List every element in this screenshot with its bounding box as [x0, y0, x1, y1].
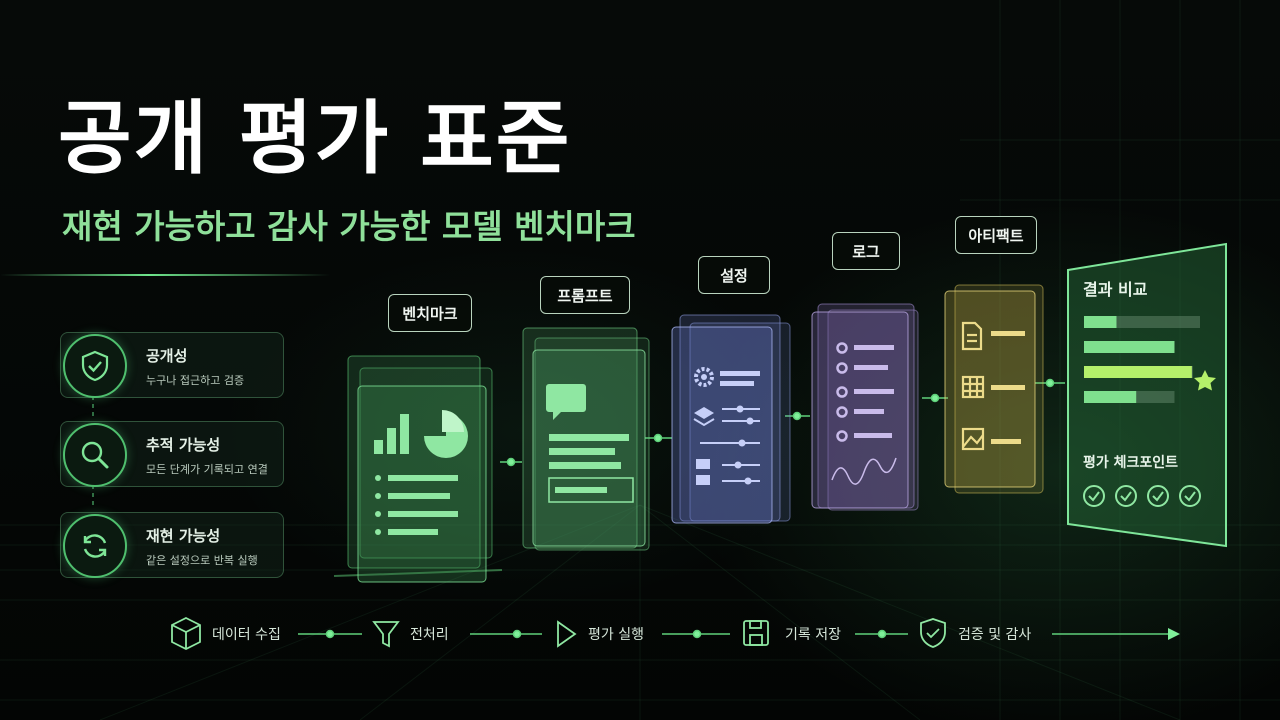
stage-label: 아티팩트	[955, 216, 1037, 254]
results-title: 결과 비교	[1083, 280, 1148, 299]
settings-panel	[671, 314, 791, 524]
checkmark-icon	[1088, 491, 1100, 502]
stage-label: 로그	[832, 232, 900, 270]
check-circle-icon	[1179, 485, 1201, 507]
benchmark-panel	[333, 355, 503, 583]
stage-label: 설정	[698, 256, 770, 294]
title-underline	[0, 274, 330, 276]
checkmark-icon	[1184, 491, 1196, 502]
check-circle-icon	[1083, 485, 1105, 507]
flow-step-label: 검증 및 감사	[958, 627, 1032, 643]
play-icon	[557, 620, 577, 648]
principle-description: 누구나 접근하고 검증	[146, 374, 245, 387]
flow-step-label: 데이터 수집	[212, 627, 281, 643]
checkmark-icon	[1152, 491, 1164, 502]
save-icon	[743, 620, 769, 646]
magnifier-icon	[63, 423, 127, 487]
principle-description: 모든 단계가 기록되고 연결	[146, 463, 268, 476]
prompt-panel	[522, 327, 650, 551]
checkpoint-icons	[1083, 485, 1201, 507]
refresh-icon	[63, 514, 127, 578]
flow-step-label: 기록 저장	[785, 627, 841, 643]
shield-check-icon	[63, 334, 127, 398]
checkpoints-label: 평가 체크포인트	[1083, 455, 1179, 471]
page-title: 공개 평가 표준	[58, 92, 572, 185]
logs-panel	[811, 303, 919, 511]
result-bar	[1084, 366, 1192, 378]
checkmark-icon	[1120, 491, 1132, 502]
results-bar-chart	[1084, 316, 1216, 403]
funnel-icon	[372, 621, 400, 648]
result-bar	[1084, 341, 1175, 353]
stage-label: 벤치마크	[388, 294, 472, 332]
shield-check-icon	[920, 618, 946, 648]
stage-label: 프롬프트	[540, 276, 630, 314]
artifacts-panel	[944, 284, 1044, 494]
principle-title: 재현 가능성	[146, 527, 221, 545]
principle-description: 같은 설정으로 반복 실행	[146, 554, 258, 567]
flow-step-label: 전처리	[410, 627, 449, 643]
check-circle-icon	[1115, 485, 1137, 507]
flow-step-label: 평가 실행	[588, 627, 644, 643]
principle-title: 공개성	[146, 347, 188, 365]
result-bar	[1084, 316, 1117, 328]
principle-title: 추적 가능성	[146, 436, 221, 454]
cube-icon	[171, 616, 201, 651]
page-subtitle: 재현 가능하고 감사 가능한 모델 벤치마크	[62, 207, 636, 246]
result-bar	[1084, 391, 1137, 403]
check-circle-icon	[1147, 485, 1169, 507]
star-icon	[1194, 370, 1216, 391]
